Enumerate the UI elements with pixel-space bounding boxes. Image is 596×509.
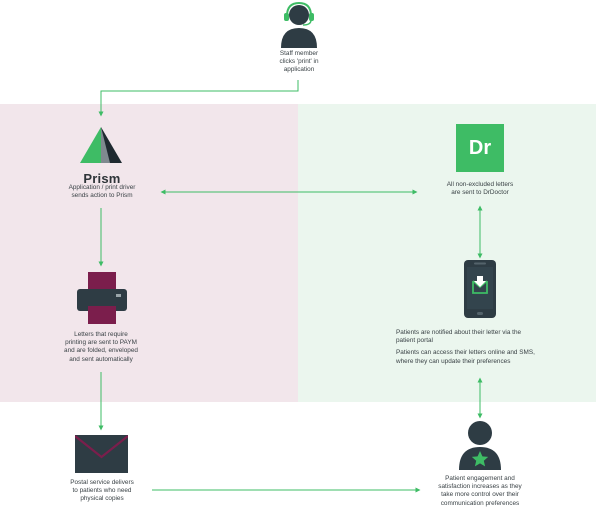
left-section-band (0, 104, 298, 402)
phone-icon (464, 260, 496, 318)
arrow-staff-to-prism (98, 80, 299, 117)
staff-caption: Staff member clicks 'print' in applicati… (279, 50, 319, 74)
right-section-band (298, 104, 596, 402)
printer-icon (77, 272, 127, 324)
postal-caption: Postal service delivers to patients who … (70, 479, 134, 503)
prism-logo-icon (80, 127, 122, 163)
portal-caption: Patients are notified about their letter… (396, 329, 535, 365)
patient-star-icon (459, 421, 501, 470)
prism-title: Prism (83, 171, 121, 186)
drdoctor-logo-icon: Dr (456, 124, 504, 172)
patient-caption: Patient engagement and satisfaction incr… (438, 475, 522, 507)
printer-caption: Letters that require printing are sent t… (64, 331, 138, 363)
headset-person-icon (281, 2, 317, 48)
envelope-icon (75, 435, 128, 473)
prism-caption: Application / print driver sends action … (68, 184, 136, 200)
drdoctor-caption: All non-excluded letters are sent to DrD… (446, 181, 514, 197)
drdoctor-logo-text: Dr (468, 136, 492, 159)
